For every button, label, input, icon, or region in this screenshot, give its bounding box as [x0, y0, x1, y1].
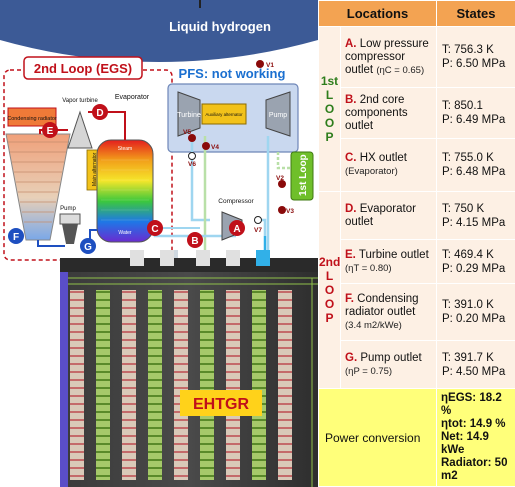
- marker-a-label: A: [233, 224, 240, 235]
- egs-pump-label: Pump: [60, 206, 76, 212]
- valve-v5-label: V5: [183, 129, 191, 136]
- steam-label: Steam: [118, 146, 132, 152]
- valve-v7-label: V7: [254, 227, 262, 234]
- loop2-title: 2nd Loop (EGS): [34, 61, 132, 76]
- col-states: States: [436, 0, 515, 27]
- liquid-hydrogen-tank: [0, 0, 318, 62]
- egs-pump-body: [62, 224, 78, 244]
- row-g-location: G. Pump outlet (ηP = 0.75): [340, 340, 437, 389]
- valve-v7[interactable]: [254, 216, 262, 224]
- pfs-pump-label: Pump: [269, 112, 287, 119]
- valve-v6-label: V6: [188, 161, 196, 168]
- pfs-turbine: [177, 91, 201, 137]
- valves: V1 V2 V3 V4 V5 V6 V7: [183, 60, 294, 234]
- auxiliary-alternator: [201, 103, 247, 125]
- marker-c-label: C: [151, 224, 158, 235]
- row-f-location: F. Condensing radiator outlet (3.4 m2/kW…: [340, 283, 437, 341]
- evaporator: [96, 139, 154, 243]
- point-markers: A B C D E F G: [8, 104, 245, 254]
- valve-v2-label: V2: [276, 175, 284, 182]
- valve-v6[interactable]: [188, 152, 196, 160]
- marker-f: [8, 228, 24, 244]
- power-conversion-values: ηEGS: 18.2 % ηtot: 14.9 % Net: 14.9 kWe …: [436, 388, 515, 487]
- core-label-box: [180, 390, 262, 416]
- marker-a: [229, 220, 245, 236]
- pfs-pump: [265, 91, 291, 137]
- water-label: Water: [118, 230, 131, 236]
- vapor-turbine-label: Vapor turbine: [62, 98, 98, 104]
- marker-g: [80, 238, 96, 254]
- marker-f-label: F: [13, 232, 19, 243]
- liquid-hydrogen-label: Liquid hydrogen: [169, 19, 271, 34]
- vapor-turbine: [67, 110, 93, 149]
- row-b-location: B. 2nd core components outlet: [340, 87, 437, 139]
- row-c-location: C. HX outlet (Evaporator): [340, 138, 437, 192]
- marker-e: [42, 122, 58, 138]
- marker-e-label: E: [47, 126, 54, 137]
- compressor-label-box: [214, 196, 258, 206]
- valve-v4-label: V4: [211, 144, 219, 151]
- row-d-location: D. Evaporator outlet: [340, 191, 437, 240]
- core-header: [60, 250, 318, 272]
- core-label: EHTGR: [193, 396, 249, 413]
- power-conversion-label: Power conversion: [318, 388, 437, 487]
- loop1-tag-box: [290, 151, 314, 201]
- row-e-location: E. Turbine outlet (ηT = 0.80): [340, 239, 437, 284]
- radiator-fins: [8, 141, 68, 223]
- eta-tot: ηtot: 14.9 %: [441, 418, 506, 430]
- col-locations: Locations: [318, 0, 437, 27]
- eta-egs: ηEGS: 18.2 %: [441, 392, 502, 417]
- condensing-radiator-label: Condensing radiator: [7, 116, 57, 122]
- valve-v4[interactable]: [202, 142, 210, 150]
- valve-v1[interactable]: [256, 60, 264, 68]
- marker-d: [92, 104, 108, 120]
- core-reflector-left: [60, 272, 68, 487]
- evaporator-label: Evaporator: [115, 94, 150, 101]
- valve-v1-label: V1: [266, 62, 274, 69]
- valve-v3[interactable]: [278, 206, 286, 214]
- valve-v5[interactable]: [188, 134, 196, 142]
- egs-pump: [59, 213, 81, 225]
- radiator-area: Radiator: 50 m2: [441, 457, 508, 482]
- valve-v2[interactable]: [278, 180, 286, 188]
- pfs-turbine-label: Turbine: [177, 112, 201, 119]
- row-a-location: A. Low pressure compressor outlet (ηC = …: [340, 26, 437, 88]
- marker-b-label: B: [191, 236, 198, 247]
- loop2-title-box: [23, 56, 143, 80]
- marker-b: [187, 232, 203, 248]
- marker-d-label: D: [96, 108, 103, 119]
- net-power: Net: 14.9 kWe: [441, 431, 489, 456]
- compressor-label: Compressor: [218, 198, 254, 205]
- fuel-rod-columns: [70, 290, 292, 480]
- pfs-label: PFS: not working: [179, 66, 286, 81]
- marker-c: [147, 220, 163, 236]
- marker-g-label: G: [84, 242, 92, 253]
- evaporator-coils: [101, 159, 149, 221]
- valve-v3-label: V3: [286, 208, 294, 215]
- main-alternator-label: Main alternator: [92, 152, 98, 186]
- loop1-tag: 1st Loop: [298, 154, 309, 196]
- condensing-radiator-label-box: [7, 107, 57, 127]
- auxiliary-alternator-label: Auxiliary alternator: [205, 112, 243, 117]
